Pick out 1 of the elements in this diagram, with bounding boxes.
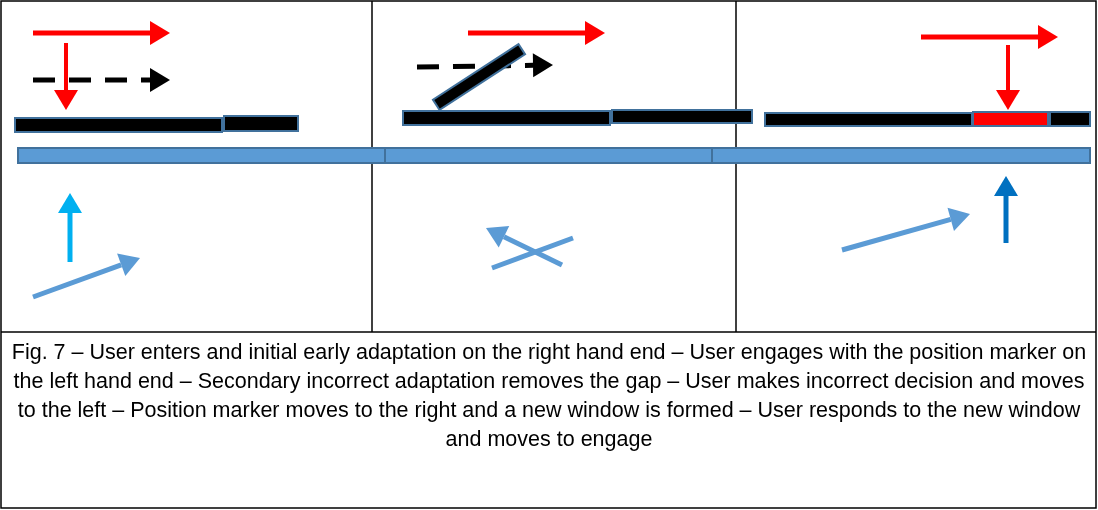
figure-caption: Fig. 7 – User enters and initial early adaptation on the right hand end – User engages with the position marker on the left hand end – Secondary incorrect adaptation removes the gap – User makes incorrect decision and moves to the left – Position marker moves to the right and a new window is formed – User responds to the new window and moves to engage	[10, 339, 1088, 453]
